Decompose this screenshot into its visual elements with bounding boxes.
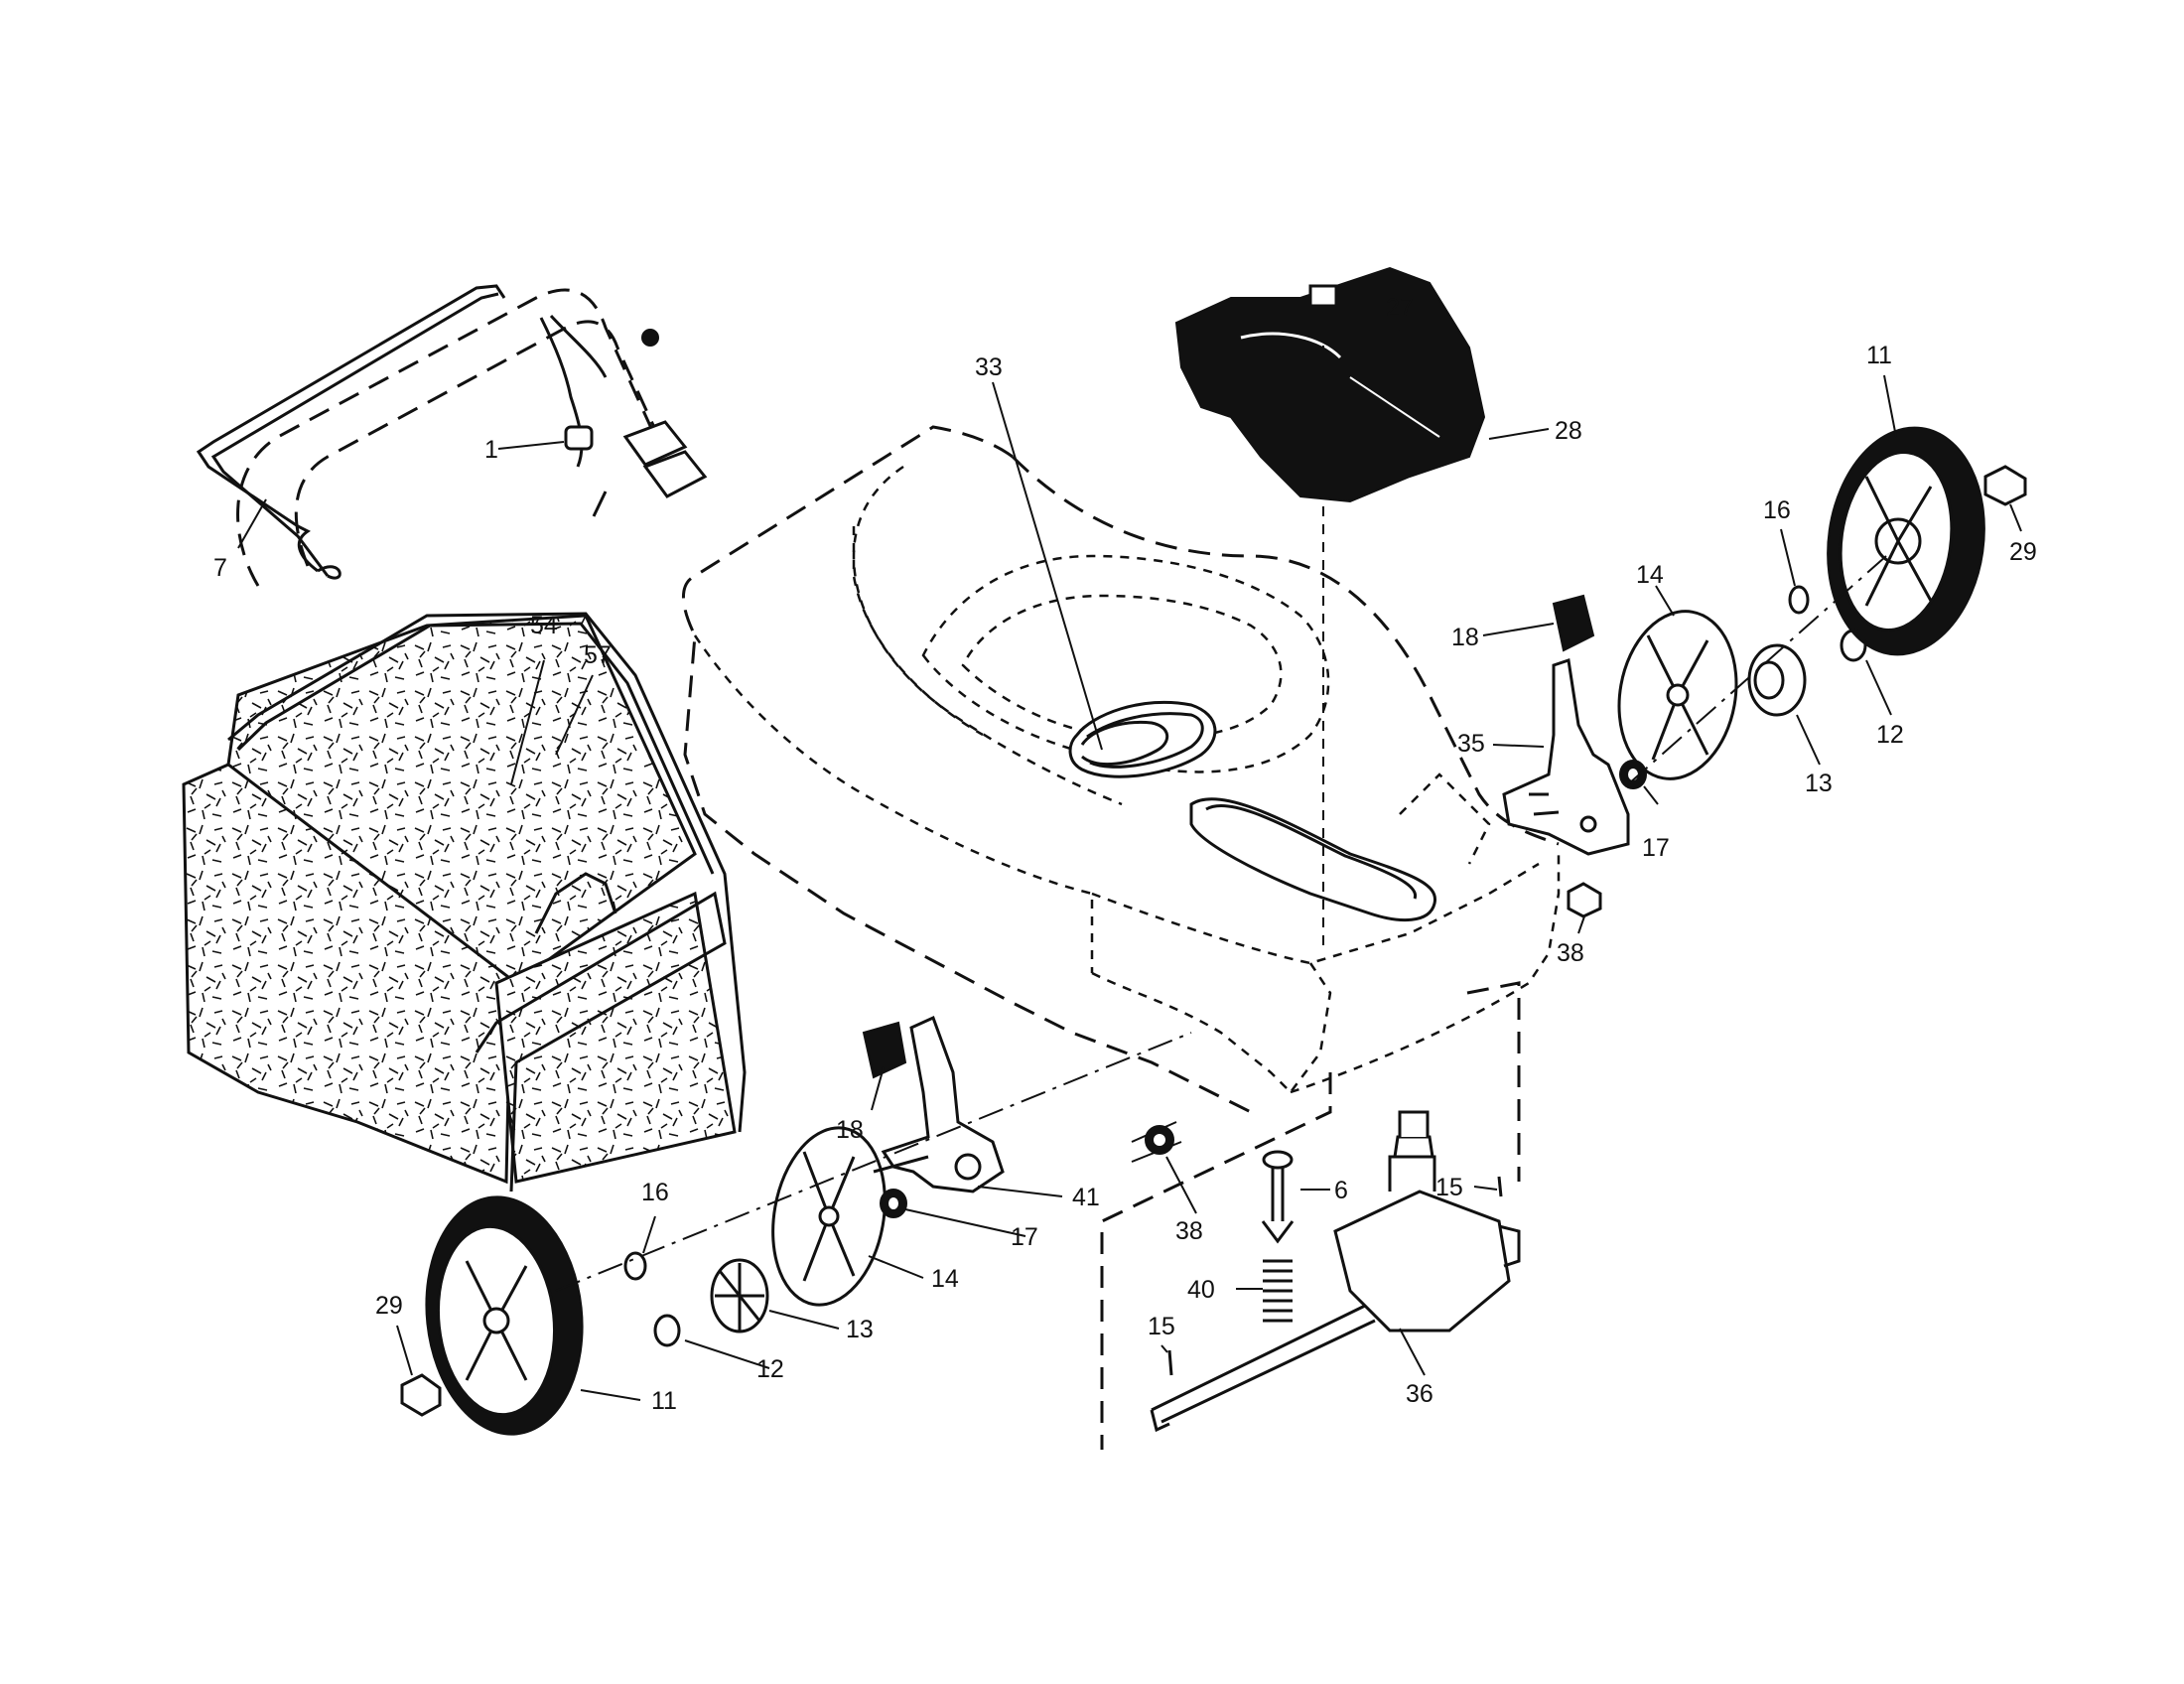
knob-part-18-right bbox=[1552, 594, 1595, 652]
callout-13-left: 13 bbox=[846, 1316, 874, 1343]
pin-part-15-upper bbox=[1497, 1176, 1503, 1197]
height-adjuster-part-41 bbox=[873, 1015, 1005, 1193]
callout-1: 1 bbox=[484, 436, 498, 464]
bolt-part-27 bbox=[1308, 284, 1338, 953]
mower-deck bbox=[681, 425, 1561, 1114]
callout-15-lower: 15 bbox=[1148, 1313, 1175, 1340]
drive-belt-part-33 bbox=[1080, 720, 1436, 922]
dust-cover-part-14-right bbox=[1617, 610, 1738, 780]
dust-cover-part-14-left bbox=[771, 1126, 887, 1307]
callout-38-right: 38 bbox=[1557, 939, 1584, 967]
callout-35: 35 bbox=[1457, 730, 1485, 758]
callout-12-right: 12 bbox=[1876, 721, 1904, 749]
callout-labels: 1 7 33 27 28 11 29 16 14 18 35 12 13 17 … bbox=[213, 294, 2037, 1415]
callout-6: 6 bbox=[1334, 1177, 1348, 1204]
right-axle-line bbox=[1627, 555, 1887, 785]
washer-part-16-right bbox=[1788, 585, 1810, 615]
left-axle-line bbox=[555, 1032, 1192, 1292]
pinion-gear-part-13-left bbox=[710, 1258, 769, 1333]
wheel-part-11-left bbox=[425, 1195, 584, 1436]
callout-7: 7 bbox=[213, 554, 227, 582]
callout-38-center: 38 bbox=[1175, 1217, 1203, 1245]
callout-28: 28 bbox=[1555, 417, 1582, 445]
callout-36: 36 bbox=[1406, 1380, 1433, 1408]
retainer-ring-part-12-right bbox=[1840, 629, 1867, 662]
retainer-ring-part-12-left bbox=[653, 1314, 681, 1347]
callout-27: 27 bbox=[1386, 294, 1414, 322]
knob-part-18-left bbox=[862, 1021, 907, 1079]
transmission-zone-outline bbox=[1100, 981, 1521, 1450]
callout-16-left: 16 bbox=[641, 1179, 669, 1206]
bag-frame-part-54 bbox=[227, 612, 747, 1193]
spring-part-40 bbox=[1263, 1259, 1293, 1323]
grass-bag-part-57 bbox=[182, 614, 737, 1185]
callout-54: 54 bbox=[530, 612, 558, 639]
leader-lines bbox=[237, 307, 2022, 1401]
callout-29-left: 29 bbox=[375, 1292, 403, 1320]
callout-14-left: 14 bbox=[931, 1265, 959, 1293]
callout-16-right: 16 bbox=[1763, 496, 1791, 524]
callout-17-left: 17 bbox=[1011, 1223, 1038, 1251]
handle-assembly bbox=[196, 284, 665, 587]
pin-part-15-lower bbox=[1167, 1349, 1173, 1376]
hub-cap-part-29-left bbox=[400, 1373, 442, 1417]
callout-13-right: 13 bbox=[1805, 770, 1833, 797]
callout-15-upper: 15 bbox=[1435, 1174, 1463, 1201]
nut-part-38-right bbox=[1567, 882, 1602, 918]
callout-11-right: 11 bbox=[1866, 342, 1892, 369]
bushing-part-17-right bbox=[1619, 760, 1647, 789]
wheel-part-11-right bbox=[1827, 426, 1985, 656]
transmission-part-36 bbox=[1150, 1110, 1521, 1433]
callout-11-left: 11 bbox=[651, 1387, 677, 1415]
belt-cover-part-28 bbox=[1174, 266, 1486, 503]
callout-29-right: 29 bbox=[2009, 538, 2037, 566]
callout-18-left: 18 bbox=[836, 1116, 864, 1144]
hub-cap-part-29-right bbox=[1983, 465, 2027, 506]
bushing-part-17-left bbox=[880, 1189, 907, 1218]
callout-14-right: 14 bbox=[1636, 561, 1664, 589]
callout-57: 57 bbox=[584, 641, 612, 669]
callout-17-right: 17 bbox=[1642, 834, 1670, 862]
callout-12-left: 12 bbox=[756, 1355, 784, 1383]
control-cable-part-1 bbox=[539, 314, 708, 517]
callout-18-right: 18 bbox=[1451, 624, 1479, 651]
callout-40: 40 bbox=[1187, 1276, 1215, 1304]
pin-part-6 bbox=[1261, 1150, 1295, 1244]
callout-41: 41 bbox=[1072, 1184, 1100, 1211]
pinion-gear-part-13-right bbox=[1747, 643, 1807, 717]
callout-33: 33 bbox=[975, 353, 1003, 381]
washer-part-16-left bbox=[623, 1251, 647, 1281]
left-guide-marks bbox=[1131, 1121, 1182, 1163]
height-adjuster-part-35 bbox=[1502, 658, 1630, 856]
